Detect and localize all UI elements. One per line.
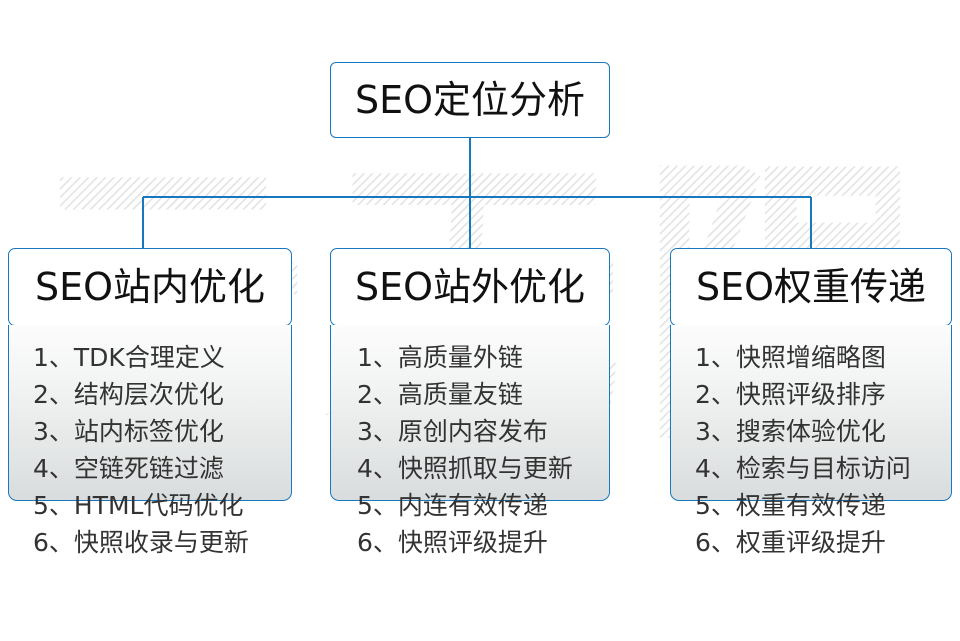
column-header-label-2: SEO权重传递 — [695, 265, 927, 309]
list-item: 1、快照增缩略图 — [695, 343, 886, 372]
column-header-2[interactable]: SEO权重传递 — [670, 248, 952, 326]
column-body-0: 1、TDK合理定义 2、结构层次优化 3、站内标签优化 4、空链死链过滤 5、H… — [8, 325, 292, 557]
list-item: 1、高质量外链 — [357, 343, 523, 372]
list-item: 1、TDK合理定义 — [33, 343, 225, 372]
list-item: 4、空链死链过滤 — [33, 454, 224, 483]
column-header-1[interactable]: SEO站外优化 — [330, 248, 610, 326]
list-item: 3、原创内容发布 — [357, 417, 548, 446]
list-item: 6、快照评级提升 — [357, 528, 548, 557]
column-header-label-0: SEO站内优化 — [34, 265, 266, 309]
root-node-seo-positioning-analysis[interactable]: SEO定位分析 — [330, 62, 610, 138]
list-item: 5、内连有效传递 — [357, 491, 548, 520]
column-body-1: 1、高质量外链 2、高质量友链 3、原创内容发布 4、快照抓取与更新 5、内连有… — [330, 325, 610, 557]
list-item: 4、快照抓取与更新 — [357, 454, 573, 483]
column-body-2: 1、快照增缩略图 2、快照评级排序 3、搜索体验优化 4、检索与目标访问 5、权… — [670, 325, 952, 557]
list-item: 2、结构层次优化 — [33, 380, 224, 409]
column-header-0[interactable]: SEO站内优化 — [8, 248, 292, 326]
list-item: 2、快照评级排序 — [695, 380, 886, 409]
column-header-label-1: SEO站外优化 — [354, 265, 586, 309]
list-item: 6、快照收录与更新 — [33, 528, 249, 557]
list-item: 4、检索与目标访问 — [695, 454, 911, 483]
list-item: 2、高质量友链 — [357, 380, 523, 409]
list-item: 5、HTML代码优化 — [33, 491, 244, 520]
root-node-label: SEO定位分析 — [354, 78, 586, 122]
list-item: 5、权重有效传递 — [695, 491, 886, 520]
list-item: 3、搜索体验优化 — [695, 417, 886, 446]
list-item: 3、站内标签优化 — [33, 417, 224, 446]
list-item: 6、权重评级提升 — [695, 528, 886, 557]
